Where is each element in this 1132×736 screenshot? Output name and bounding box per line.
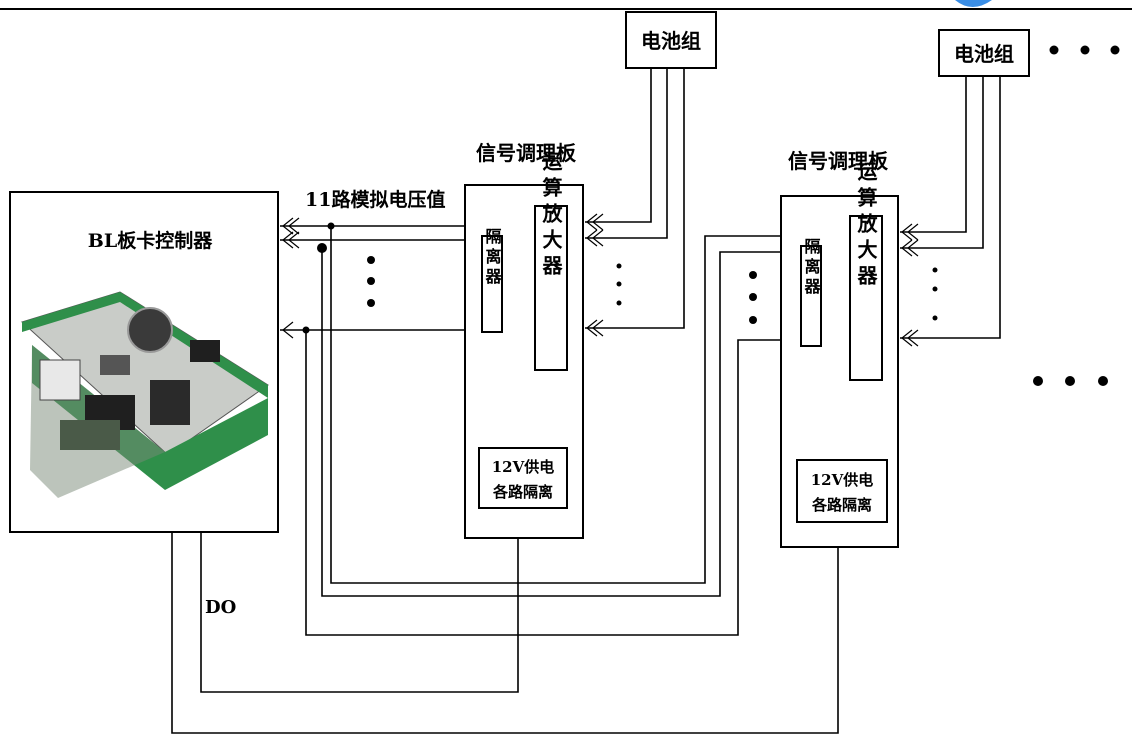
analog-lines-dots	[367, 256, 375, 307]
signal-label: 11路模拟电压值	[305, 188, 445, 211]
logo-fragment	[955, 0, 992, 7]
board-2-isolator-label: 隔离器	[802, 238, 822, 298]
do-label: DO	[205, 597, 236, 618]
battery-1-wires	[585, 68, 684, 336]
board-2-left-dots	[749, 271, 757, 324]
battery-2-wires	[900, 76, 1000, 346]
board-1-isolator-label: 隔离器	[483, 228, 503, 288]
controller-label: BL板卡控制器	[88, 229, 213, 252]
battery-pack-2-label: 电池组	[954, 42, 1014, 66]
board-1-power-line-1: 12V供电	[492, 458, 555, 476]
more-batteries-dots	[1050, 46, 1120, 55]
board-1-amplifier-label: 运算放大器	[539, 151, 563, 281]
board-1-channel-dots	[617, 264, 622, 306]
board-1-power-line-2: 各路隔离	[492, 483, 553, 501]
board-2-amplifier-label: 运算放大器	[854, 161, 878, 291]
board-2-power-line-2: 各路隔离	[811, 496, 872, 514]
board-2-channel-dots	[933, 268, 938, 321]
board-2-power-line-1: 12V供电	[811, 471, 874, 489]
battery-pack-1-label: 电池组	[641, 29, 701, 53]
more-boards-dots	[1033, 376, 1108, 386]
